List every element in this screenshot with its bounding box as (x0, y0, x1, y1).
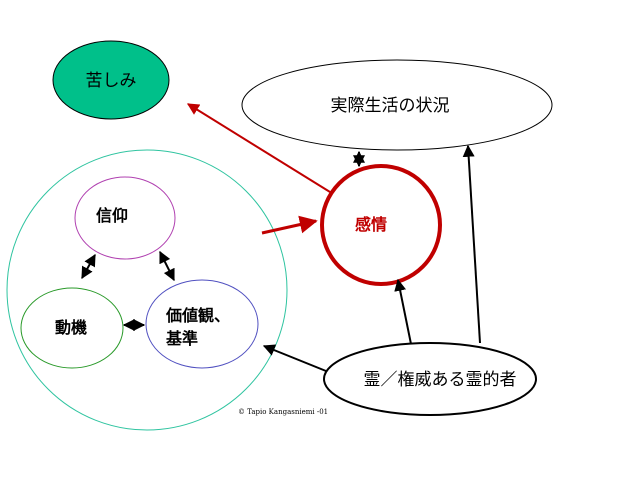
arrow-faith-values (159, 250, 175, 282)
arrow-faith-motive (81, 253, 96, 280)
arrow-spirit-to-real-life (462, 144, 481, 344)
motive-label: 動機 (55, 318, 87, 337)
real-life-node (241, 59, 553, 151)
faith-label: 信仰 (96, 206, 128, 225)
feelings-node (320, 164, 442, 286)
values-node (145, 279, 259, 369)
real-life-label: 実際生活の状況 (331, 96, 450, 116)
spirit-label: 霊／権威ある霊的者 (364, 370, 517, 390)
arrow-spirit-to-feelings (394, 278, 412, 345)
suffering-node (52, 40, 170, 120)
arrow-feelings-to-suffering (186, 103, 331, 193)
mind-circle (6, 149, 288, 431)
suffering-label: 苦しみ (86, 71, 137, 91)
values-label-line1: 価値観、 (165, 306, 230, 325)
arrow-spirit-to-mind (262, 344, 327, 372)
faith-node (74, 176, 176, 260)
values-label-line2: 基準 (165, 329, 198, 348)
spirit-node (323, 342, 537, 416)
copyright-text: © Tapio Kangasniemi -01 (238, 408, 328, 416)
feelings-label: 感情 (355, 215, 387, 234)
arrow-mind-to-feelings (261, 215, 318, 235)
